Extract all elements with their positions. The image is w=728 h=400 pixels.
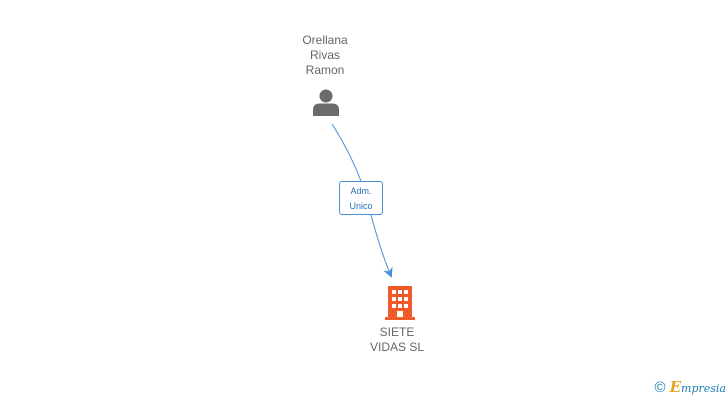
edge-line-upper (331, 123, 362, 182)
edge-line-lower (370, 214, 393, 278)
copyright-icon: © (654, 379, 666, 396)
company-name-line-2: VIDAS SL (369, 340, 425, 354)
role-line-1: Adm. (350, 186, 372, 196)
person-name-line-2: Rivas (309, 48, 340, 62)
brand-logo: E mpresia (670, 378, 726, 398)
brand-initial: E (669, 378, 682, 396)
person-name-line-1: Orellana (302, 33, 348, 47)
brand-rest: mpresia (681, 382, 726, 395)
company-name[interactable]: SIETE VIDAS SL (352, 325, 442, 355)
role-badge[interactable]: Adm. Unico (339, 181, 383, 215)
empresia-watermark: © E mpresia (654, 378, 726, 398)
building-icon[interactable] (385, 286, 415, 325)
person-name[interactable]: Orellana Rivas Ramon (280, 33, 370, 78)
person-icon[interactable] (311, 88, 341, 121)
person-name-line-3: Ramon (305, 63, 345, 77)
role-line-2: Unico (349, 201, 373, 211)
company-name-line-1: SIETE (379, 325, 415, 339)
